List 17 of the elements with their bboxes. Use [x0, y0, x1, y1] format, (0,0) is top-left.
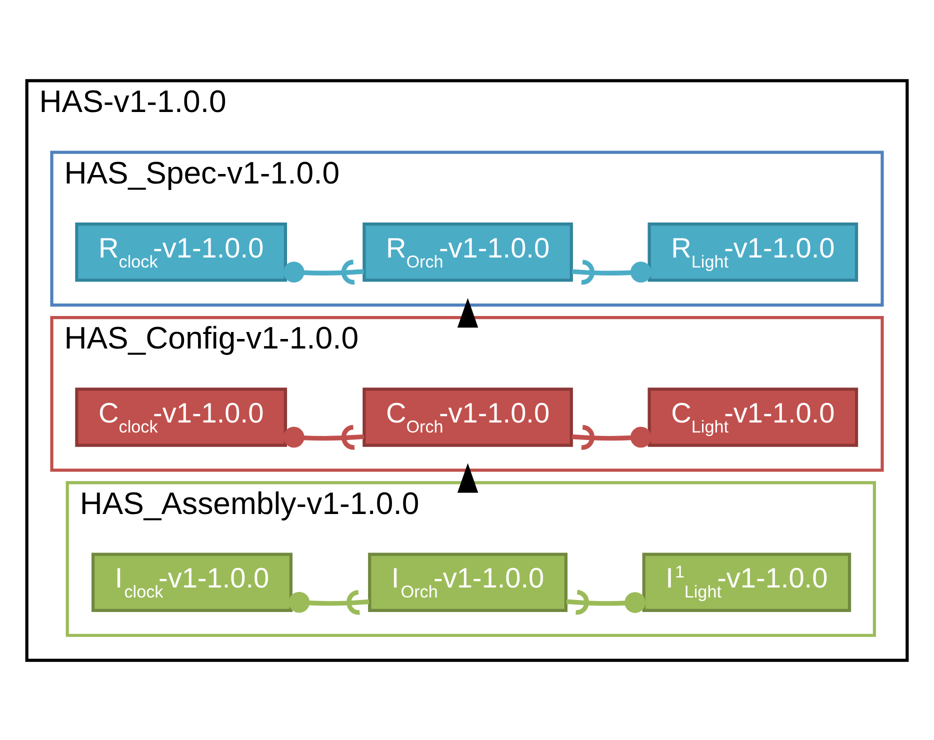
- node-box: I$^{1}$$_{Light}$-v1-1.0.0: [642, 552, 852, 612]
- node-box: I$_{clock}$-v1-1.0.0: [92, 552, 292, 612]
- arrow: [457, 297, 478, 328]
- connector: [566, 589, 646, 614]
- node-box: R$_{Light}$-v1-1.0.0: [648, 222, 858, 282]
- node-box: C$_{Orch}$-v1-1.0.0: [362, 387, 573, 446]
- node-box: I$_{Orch}$-v1-1.0.0: [368, 552, 568, 612]
- arrow: [457, 462, 478, 492]
- connector: [283, 259, 364, 284]
- node-box: C$_{Light}$-v1-1.0.0: [648, 387, 858, 446]
- node-box: R$_{clock}$-v1-1.0.0: [75, 222, 288, 282]
- node-box: C$_{clock}$-v1-1.0.0: [75, 387, 288, 446]
- connector: [283, 424, 364, 450]
- connector: [572, 424, 652, 450]
- connector: [572, 259, 652, 284]
- connector: [288, 589, 370, 614]
- node-box: R$_{Orch}$-v1-1.0.0: [362, 222, 573, 282]
